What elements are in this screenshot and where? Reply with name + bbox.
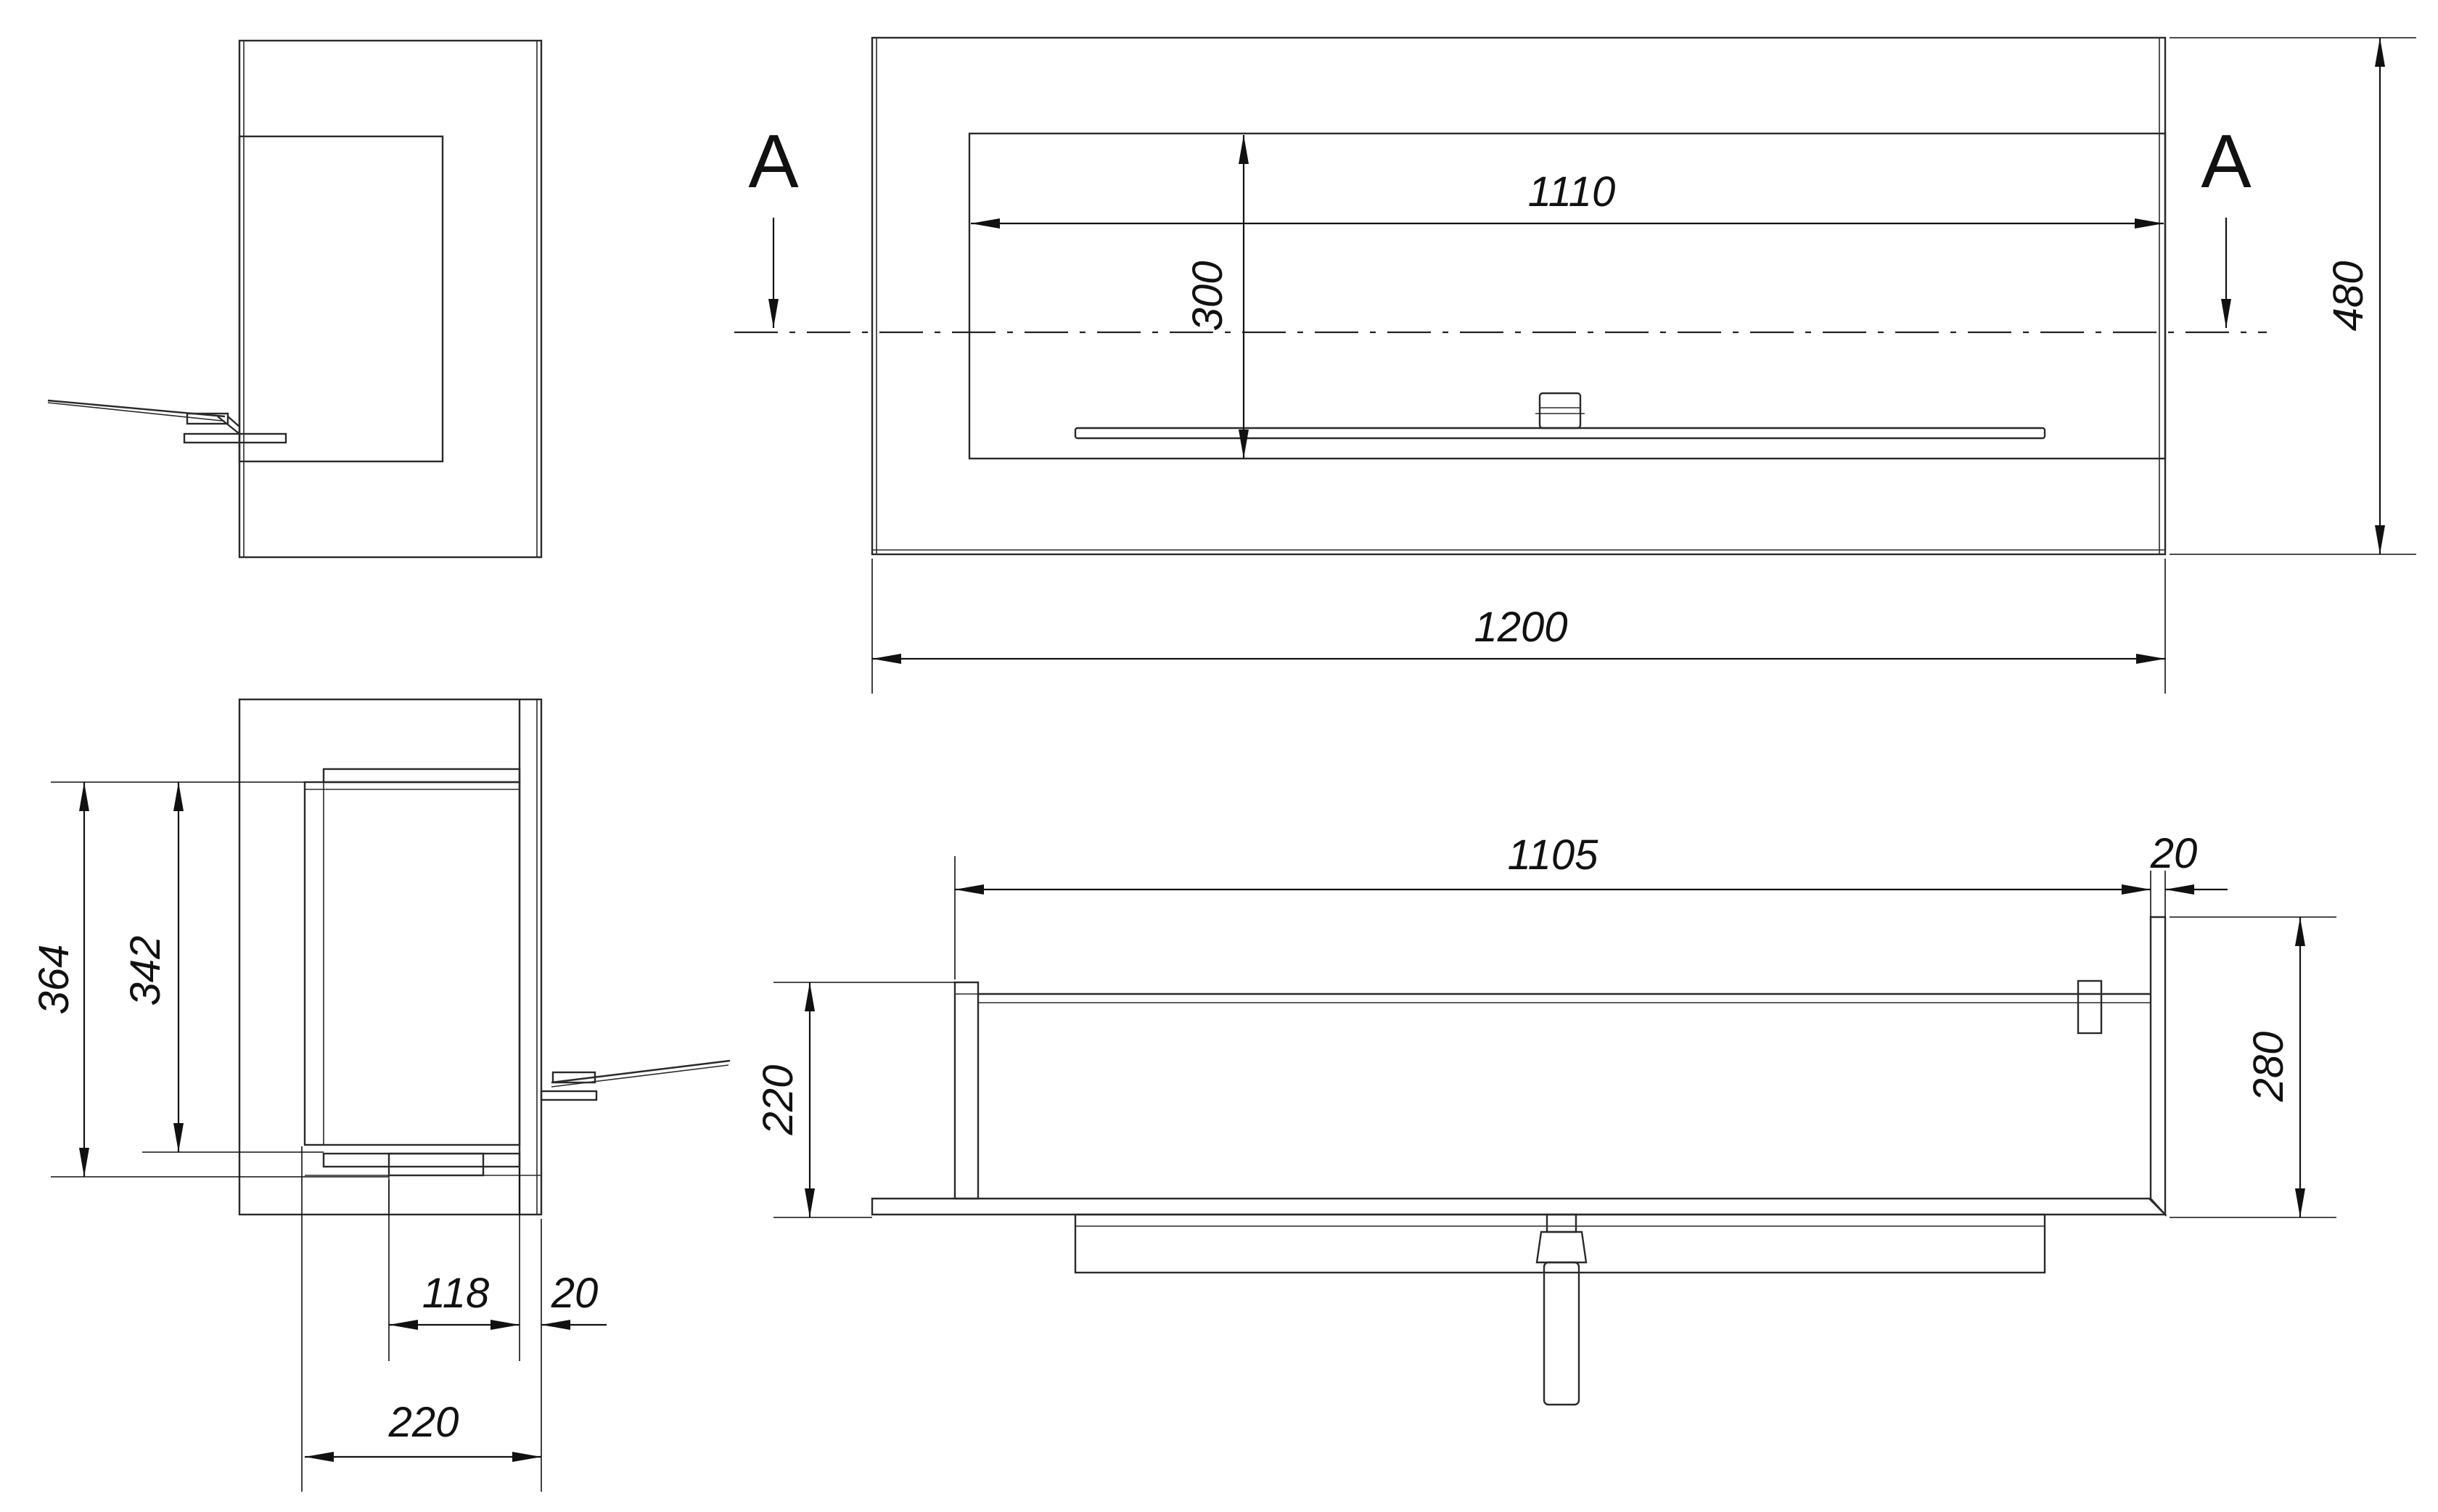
bottom-view-clip bbox=[2077, 979, 2103, 1035]
section-view-bottom-plate bbox=[322, 1152, 521, 1168]
front-view-opening bbox=[968, 132, 2167, 460]
dim-label-1200: 1200 bbox=[1474, 604, 1567, 651]
dim-label-480: 480 bbox=[2325, 261, 2372, 332]
dim-label-1105: 1105 bbox=[1508, 831, 1598, 879]
front-view-outer-frame bbox=[871, 36, 2167, 556]
bottom-view-left-wall bbox=[953, 981, 980, 1200]
section-view-top-plate bbox=[322, 768, 521, 784]
side-view bbox=[47, 39, 543, 559]
dim-label-1110: 1110 bbox=[1528, 168, 1615, 215]
side-view-opening bbox=[238, 135, 444, 463]
dim-label-220-depth: 220 bbox=[388, 1399, 459, 1446]
dim-label-342: 342 bbox=[122, 936, 169, 1006]
dim-label-20-side: 20 bbox=[551, 1270, 599, 1317]
bottom-view: 1105 20 220 280 bbox=[755, 830, 2336, 1406]
dim-label-20-bottom: 20 bbox=[2150, 830, 2198, 877]
section-mark-left: A bbox=[748, 120, 799, 204]
bottom-view-right-wall bbox=[2149, 916, 2167, 1217]
dim-label-364: 364 bbox=[30, 945, 78, 1015]
side-view-lever bbox=[47, 399, 287, 444]
section-view-burner bbox=[387, 1152, 485, 1177]
side-view-outer-frame bbox=[238, 39, 543, 559]
dim-label-300: 300 bbox=[1184, 261, 1231, 332]
section-view-outer-frame bbox=[238, 698, 543, 1216]
dim-label-280: 280 bbox=[2245, 1032, 2292, 1103]
bottom-view-handle bbox=[1535, 1213, 1588, 1406]
front-view-burner-handle bbox=[1535, 392, 1585, 430]
bottom-view-tray bbox=[1074, 1213, 2046, 1274]
front-view-burner-slot bbox=[1074, 427, 2046, 440]
bottom-view-base-plate bbox=[871, 1197, 2167, 1216]
dim-label-220-height: 220 bbox=[755, 1065, 802, 1136]
section-mark-right: A bbox=[2201, 120, 2252, 204]
section-view: 364 342 118 20 220 bbox=[30, 698, 731, 1492]
dim-label-118: 118 bbox=[422, 1270, 489, 1317]
front-view: A A 1110 300 480 1200 bbox=[734, 36, 2416, 694]
section-view-lever bbox=[540, 1059, 731, 1101]
section-view-insert bbox=[303, 781, 521, 1146]
